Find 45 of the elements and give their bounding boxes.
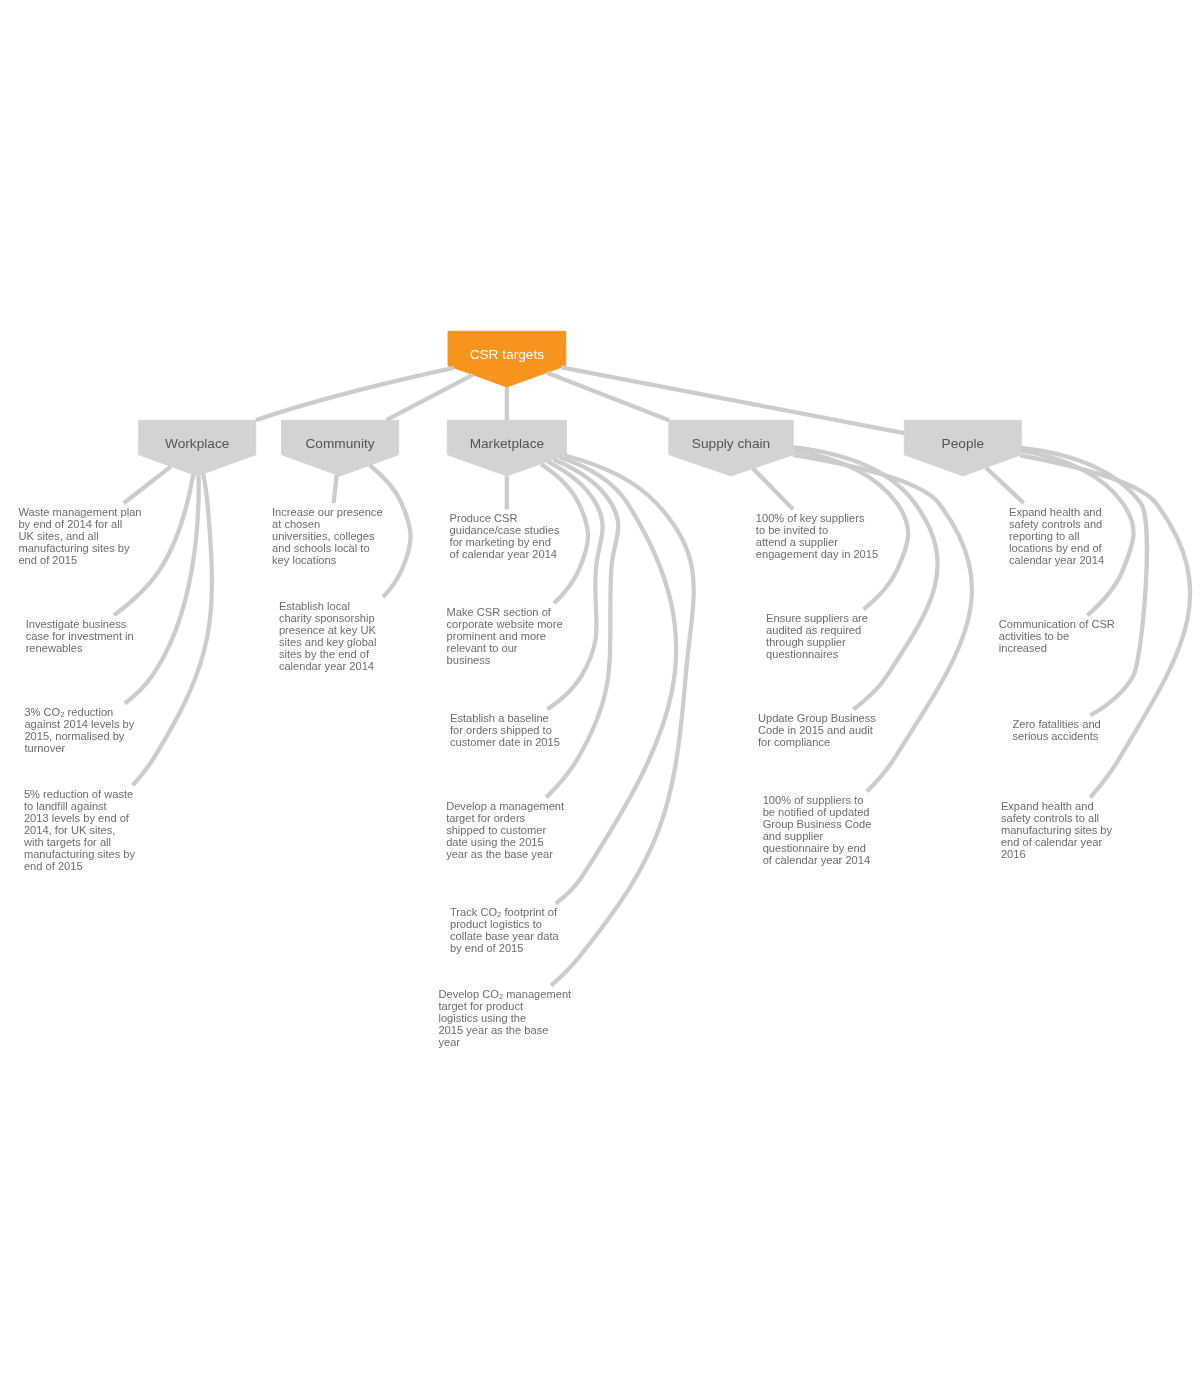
node-text: 100% of key suppliers to be invited to attend a supplier engagement day in 2015: [755, 511, 879, 560]
connector: [1021, 448, 1136, 617]
connector: [539, 462, 591, 605]
connector: [1019, 453, 1193, 799]
connector: [793, 445, 940, 712]
connector: [792, 452, 974, 794]
connector: [546, 459, 605, 712]
connector: [504, 476, 509, 510]
node-text: Waste management plan by end of 2014 for all UK sites, and all manufacturing sites by end of 2015: [18, 505, 142, 566]
node-text: Ensure suppliers are audited as required through supplier questionnaires: [766, 611, 868, 660]
connector: [131, 473, 215, 787]
connector: [112, 474, 196, 617]
node-text: Track CO₂ footprint of product logistics to collate base year data by end of 2015: [449, 906, 559, 954]
node-text: 100% of suppliers to be notified of updated Group Business Code and supplier questionnaire by end of calendar year 2014: [762, 793, 872, 866]
node-text: Increase our presence at chosen universities, colleges and schools local to key locations: [272, 505, 383, 566]
connector: [793, 448, 911, 611]
node-text: 5% reduction of waste to landfill against 2013 levels by end of 2014, for UK sites, with targets for all manufacturing sites by end of 2015: [23, 787, 136, 872]
node-text: Make CSR section of corporate website more prominent and more relevant to our business: [446, 605, 563, 666]
node-text: Develop a management target for orders shipped to customer date using the 2015 year as the base year: [446, 799, 565, 860]
connector: [122, 464, 172, 505]
node-text: Zero fatalities and serious accidents: [1012, 717, 1101, 742]
node-text: Develop CO₂ management target for product logistics using the 2015 year as the base year: [438, 988, 572, 1049]
connector: [1021, 445, 1149, 718]
connector: [554, 455, 678, 906]
connector: [385, 373, 474, 423]
connector: [331, 474, 339, 504]
node-text: 3% CO₂ reduction against 2014 levels by 2015, normalised by turnover: [24, 705, 135, 754]
connector: [546, 370, 670, 423]
connector: [984, 466, 1026, 505]
connector: [123, 475, 201, 706]
node-text: Update Group Business Code in 2015 and audit for compliance: [757, 711, 876, 748]
connector: [751, 467, 795, 511]
connector: [544, 457, 621, 799]
node-text: Expand health and safety controls to all manufacturing sites by end of calendar year 2016: [1000, 799, 1113, 860]
node-text: Establish local charity sponsorship presence at key UK sites and key global sites by the end of calendar year 2014: [278, 599, 377, 672]
connector: [255, 365, 455, 423]
node-text: Establish a baseline for orders shipped to customer date in 2015: [449, 711, 560, 748]
connector: [549, 453, 696, 988]
connector: [368, 463, 413, 599]
node-text: Investigate business case for investment in renewables: [25, 617, 134, 654]
node-text: Produce CSR guidance/case studies for marketing by end of calendar year 2014: [449, 511, 560, 560]
connector: [560, 365, 905, 436]
connector: [504, 387, 509, 421]
node-text: Expand health and safety controls and reporting to all locations by end of calendar year 2014: [1009, 505, 1105, 566]
node-text: Communication of CSR activities to be increased: [998, 617, 1115, 654]
